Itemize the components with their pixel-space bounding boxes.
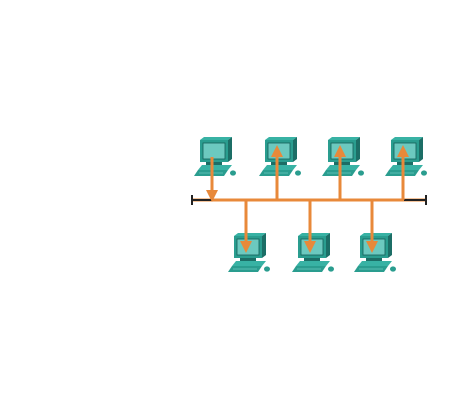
computer-4-icon [385, 137, 427, 176]
computer-5-icon [228, 233, 270, 272]
computer-6-icon [292, 233, 334, 272]
computer-3-icon [322, 137, 364, 176]
computer-1-icon [194, 137, 236, 176]
computer-7-icon [354, 233, 396, 272]
computer-2-icon [259, 137, 301, 176]
drops-layer [206, 145, 409, 253]
